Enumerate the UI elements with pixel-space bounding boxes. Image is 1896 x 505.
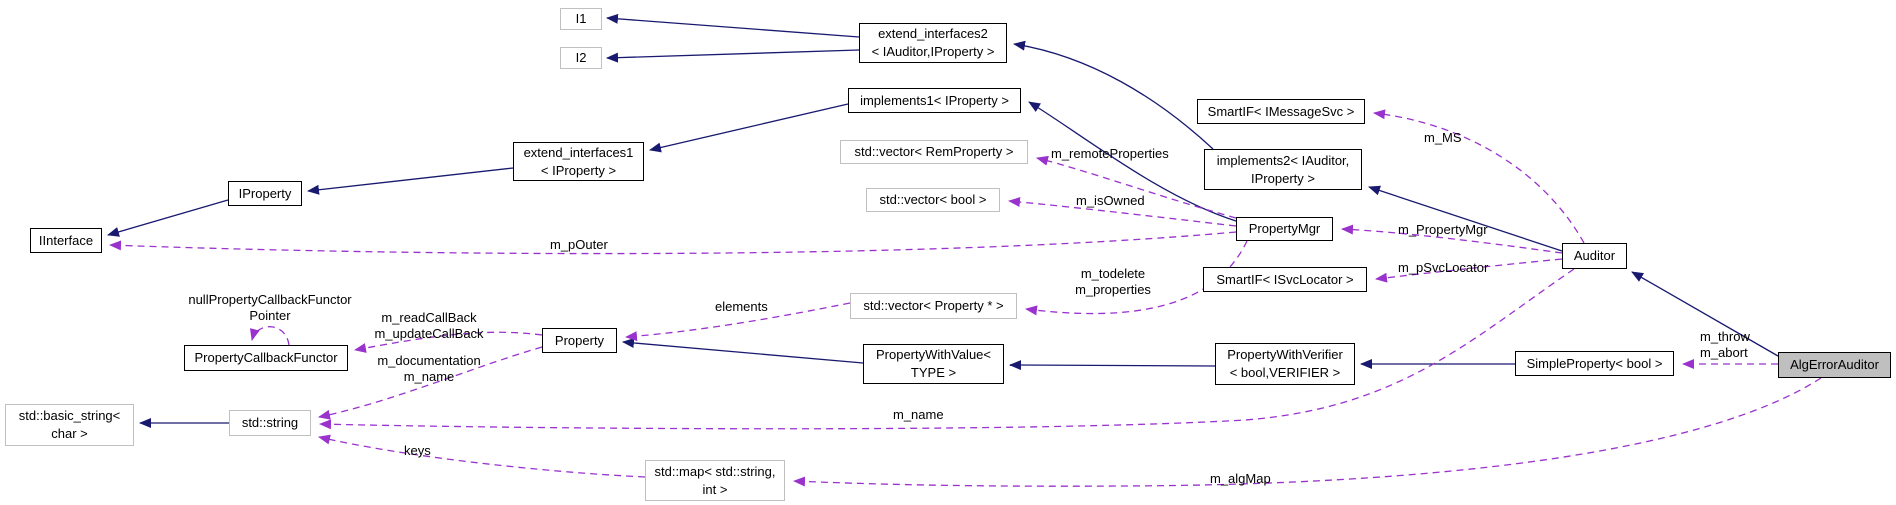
node-property[interactable]: Property [542, 328, 617, 353]
edge-usage-m-propertymgr [1341, 224, 1563, 254]
edge-label-m-throw-abort: m_throw m_abort [1700, 329, 1750, 361]
node-propertycallbackfunctor[interactable]: PropertyCallbackFunctor [184, 345, 348, 371]
edge-extend-interfaces1-to-iproperty [307, 167, 514, 195]
node-propertywithvalue[interactable]: PropertyWithValue< TYPE > [863, 344, 1004, 384]
node-propertywithverifier[interactable]: PropertyWithVerifier < bool,VERIFIER > [1215, 343, 1355, 385]
node-std-string: std::string [229, 410, 311, 436]
edge-algerrorauditor-to-auditor [1631, 271, 1779, 357]
edge-usage-m-remoteproperties [1036, 155, 1237, 219]
edge-label-read-update-callback: m_readCallBack m_updateCallBack [374, 310, 484, 342]
node-algerrorauditor: AlgErrorAuditor [1778, 352, 1891, 378]
edge-auditor-to-implements2 [1368, 185, 1563, 252]
edge-label-m-psvclocator: m_pSvcLocator [1398, 260, 1489, 275]
edge-usage-documentation-name [318, 346, 543, 420]
edge-label-m-name: m_name [893, 407, 944, 422]
edge-label-m-todelete-properties: m_todelete m_properties [1075, 266, 1151, 298]
node-implements2[interactable]: implements2< IAuditor, IProperty > [1204, 149, 1362, 190]
edge-usage-m-todelete-properties [1025, 240, 1248, 316]
node-smartif-imessagesvc[interactable]: SmartIF< IMessageSvc > [1197, 99, 1365, 124]
edge-implements2-to-extend-interfaces2 [1013, 40, 1214, 150]
edge-usage-m-name [319, 268, 1575, 430]
edge-usage-m-isowned [1008, 197, 1237, 227]
edge-extend-interfaces2-to-i2 [606, 49, 860, 63]
node-extend-interfaces1[interactable]: extend_interfaces1 < IProperty > [513, 142, 644, 181]
node-map-string-int: std::map< std::string, int > [645, 460, 785, 501]
edge-usage-elements [625, 302, 851, 342]
edge-label-m-isowned: m_isOwned [1076, 193, 1145, 208]
edge-usage-keys [318, 434, 646, 478]
node-iproperty[interactable]: IProperty [228, 181, 302, 206]
edge-usage-m-pouter [109, 231, 1237, 255]
node-i2: I2 [560, 47, 602, 69]
node-simpleproperty-bool[interactable]: SimpleProperty< bool > [1515, 351, 1674, 376]
edge-usage-m-algmap [793, 377, 1822, 487]
edge-usage-m-ms [1373, 109, 1585, 244]
edge-label-null-functor-pointer: nullPropertyCallbackFunctor Pointer [188, 292, 352, 324]
edge-implements1-to-extend-interfaces1 [649, 103, 849, 153]
node-std-basic-string: std::basic_string< char > [5, 404, 134, 446]
node-vector-bool: std::vector< bool > [866, 188, 1000, 212]
edge-label-keys: keys [404, 443, 431, 458]
edge-usage-m-psvclocator [1375, 258, 1563, 283]
node-iinterface[interactable]: IInterface [30, 228, 102, 253]
edge-propertywithverifier-to-propertywithvalue [1009, 360, 1216, 371]
edge-extend-interfaces2-to-i1 [606, 13, 860, 38]
node-i1: I1 [560, 8, 602, 30]
node-auditor[interactable]: Auditor [1562, 243, 1627, 269]
edge-label-elements: elements [715, 299, 768, 314]
edge-label-m-ms: m_MS [1424, 130, 1462, 145]
edge-label-m-remoteproperties: m_remoteProperties [1051, 146, 1169, 161]
edge-iproperty-to-iinterface [107, 199, 229, 237]
node-vector-property-ptr: std::vector< Property * > [850, 293, 1017, 319]
node-smartif-isvclocator[interactable]: SmartIF< ISvcLocator > [1203, 267, 1367, 292]
node-extend-interfaces2[interactable]: extend_interfaces2 < IAuditor,IProperty … [859, 23, 1007, 63]
node-implements1[interactable]: implements1< IProperty > [848, 88, 1021, 113]
edge-propertywithvalue-to-property [622, 337, 864, 364]
edge-label-m-algmap: m_algMap [1210, 471, 1271, 486]
node-propertymgr[interactable]: PropertyMgr [1236, 217, 1333, 241]
node-vector-remproperty: std::vector< RemProperty > [840, 140, 1028, 164]
edge-label-m-pouter: m_pOuter [550, 237, 608, 252]
edge-label-m-propertymgr: m_PropertyMgr [1398, 222, 1488, 237]
edge-usage-null-functor-self-loop [249, 326, 290, 346]
edge-label-documentation-name: m_documentation m_name [377, 353, 481, 385]
